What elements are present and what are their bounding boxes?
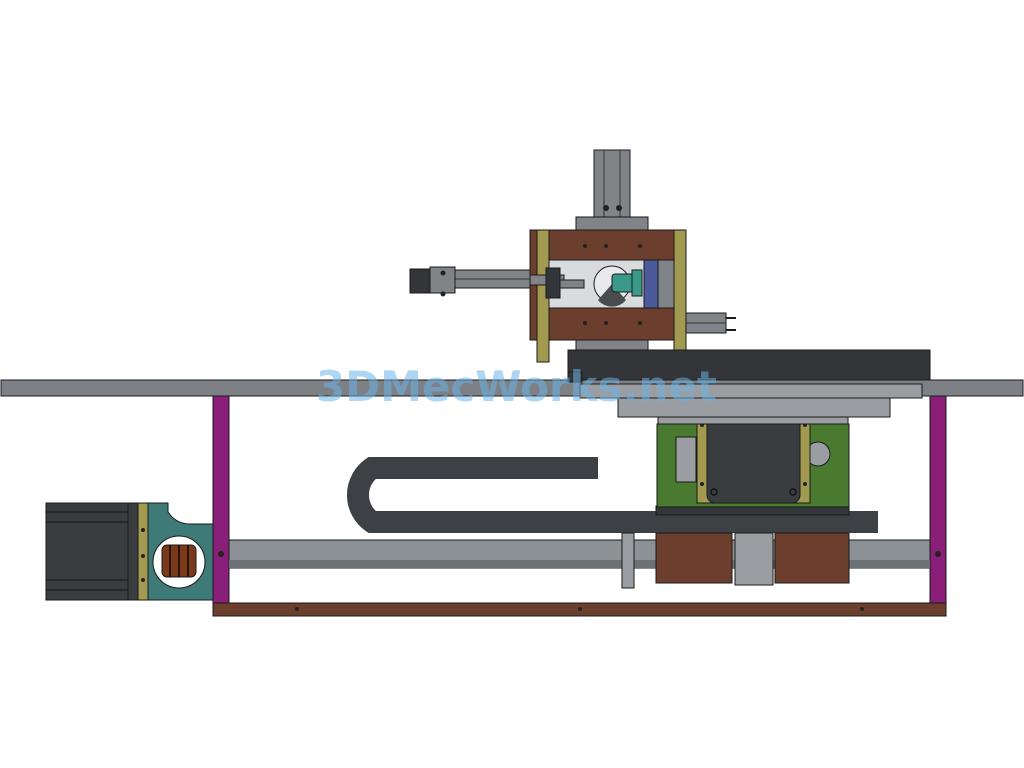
adapter-bolt bbox=[141, 578, 145, 582]
cylinder-port bbox=[603, 205, 609, 211]
frame-post-left bbox=[212, 395, 230, 604]
table-top bbox=[0, 349, 1024, 425]
base-plate-bolt bbox=[295, 607, 299, 611]
vertical-cylinder bbox=[593, 149, 631, 218]
box-bolt bbox=[583, 321, 587, 325]
push-cylinder-port bbox=[440, 270, 446, 276]
carriage-spacer bbox=[657, 416, 849, 425]
rail-end-bolt bbox=[218, 551, 224, 557]
cable-chain bbox=[346, 457, 878, 533]
slab-lip bbox=[567, 371, 583, 383]
rotary-sector bbox=[598, 284, 626, 307]
box-top-plate bbox=[548, 229, 676, 261]
rotary-actuator bbox=[611, 273, 635, 293]
carriage-block-right bbox=[774, 532, 850, 584]
carriage-mid-plate bbox=[579, 383, 923, 399]
carriage-leg bbox=[734, 532, 774, 586]
actuator-cap bbox=[631, 269, 643, 297]
plate-bolt bbox=[700, 482, 704, 486]
cylinder-port bbox=[616, 205, 622, 211]
push-rod-block bbox=[545, 267, 561, 299]
adapter-bolt bbox=[141, 554, 145, 558]
plate-bolt bbox=[803, 482, 807, 486]
cylinder-mount bbox=[575, 216, 649, 231]
box-side-post-right bbox=[673, 229, 687, 351]
box-bolt bbox=[604, 321, 608, 325]
base-plate-bolt bbox=[578, 607, 582, 611]
carriage-block-left bbox=[655, 532, 733, 584]
housing-cutout-left bbox=[675, 436, 697, 483]
base-plate-bolt bbox=[860, 607, 864, 611]
stepper-bolt bbox=[710, 488, 718, 496]
carriage-leg bbox=[621, 532, 635, 589]
box-bolt bbox=[583, 244, 587, 248]
drive-motor-assembly bbox=[45, 502, 214, 601]
push-cylinder-cap bbox=[409, 268, 431, 294]
push-rod-tip bbox=[559, 279, 585, 289]
watermark-text: 3DMecWorks.net bbox=[316, 362, 717, 411]
upper-gripper-assembly bbox=[409, 149, 736, 363]
stepper-bolt bbox=[789, 488, 797, 496]
adapter-bolt bbox=[141, 528, 145, 532]
box-bolt bbox=[638, 321, 642, 325]
guide-rail-shade bbox=[229, 560, 930, 568]
box-bolt bbox=[604, 244, 608, 248]
box-bottom-plate bbox=[548, 307, 676, 341]
drive-motor-body bbox=[45, 502, 129, 601]
rail-end-bolt bbox=[935, 551, 941, 557]
box-bolt bbox=[638, 244, 642, 248]
cable-chain-track bbox=[346, 457, 878, 533]
motor-flange bbox=[127, 502, 139, 601]
rotary-gear bbox=[643, 259, 659, 309]
box-foot bbox=[575, 339, 649, 351]
carriage-assembly bbox=[621, 402, 850, 589]
slide-slab bbox=[567, 349, 931, 381]
motor-adapter-plate bbox=[137, 502, 149, 601]
frame-post-right bbox=[929, 395, 947, 604]
push-cylinder-port bbox=[440, 291, 446, 297]
